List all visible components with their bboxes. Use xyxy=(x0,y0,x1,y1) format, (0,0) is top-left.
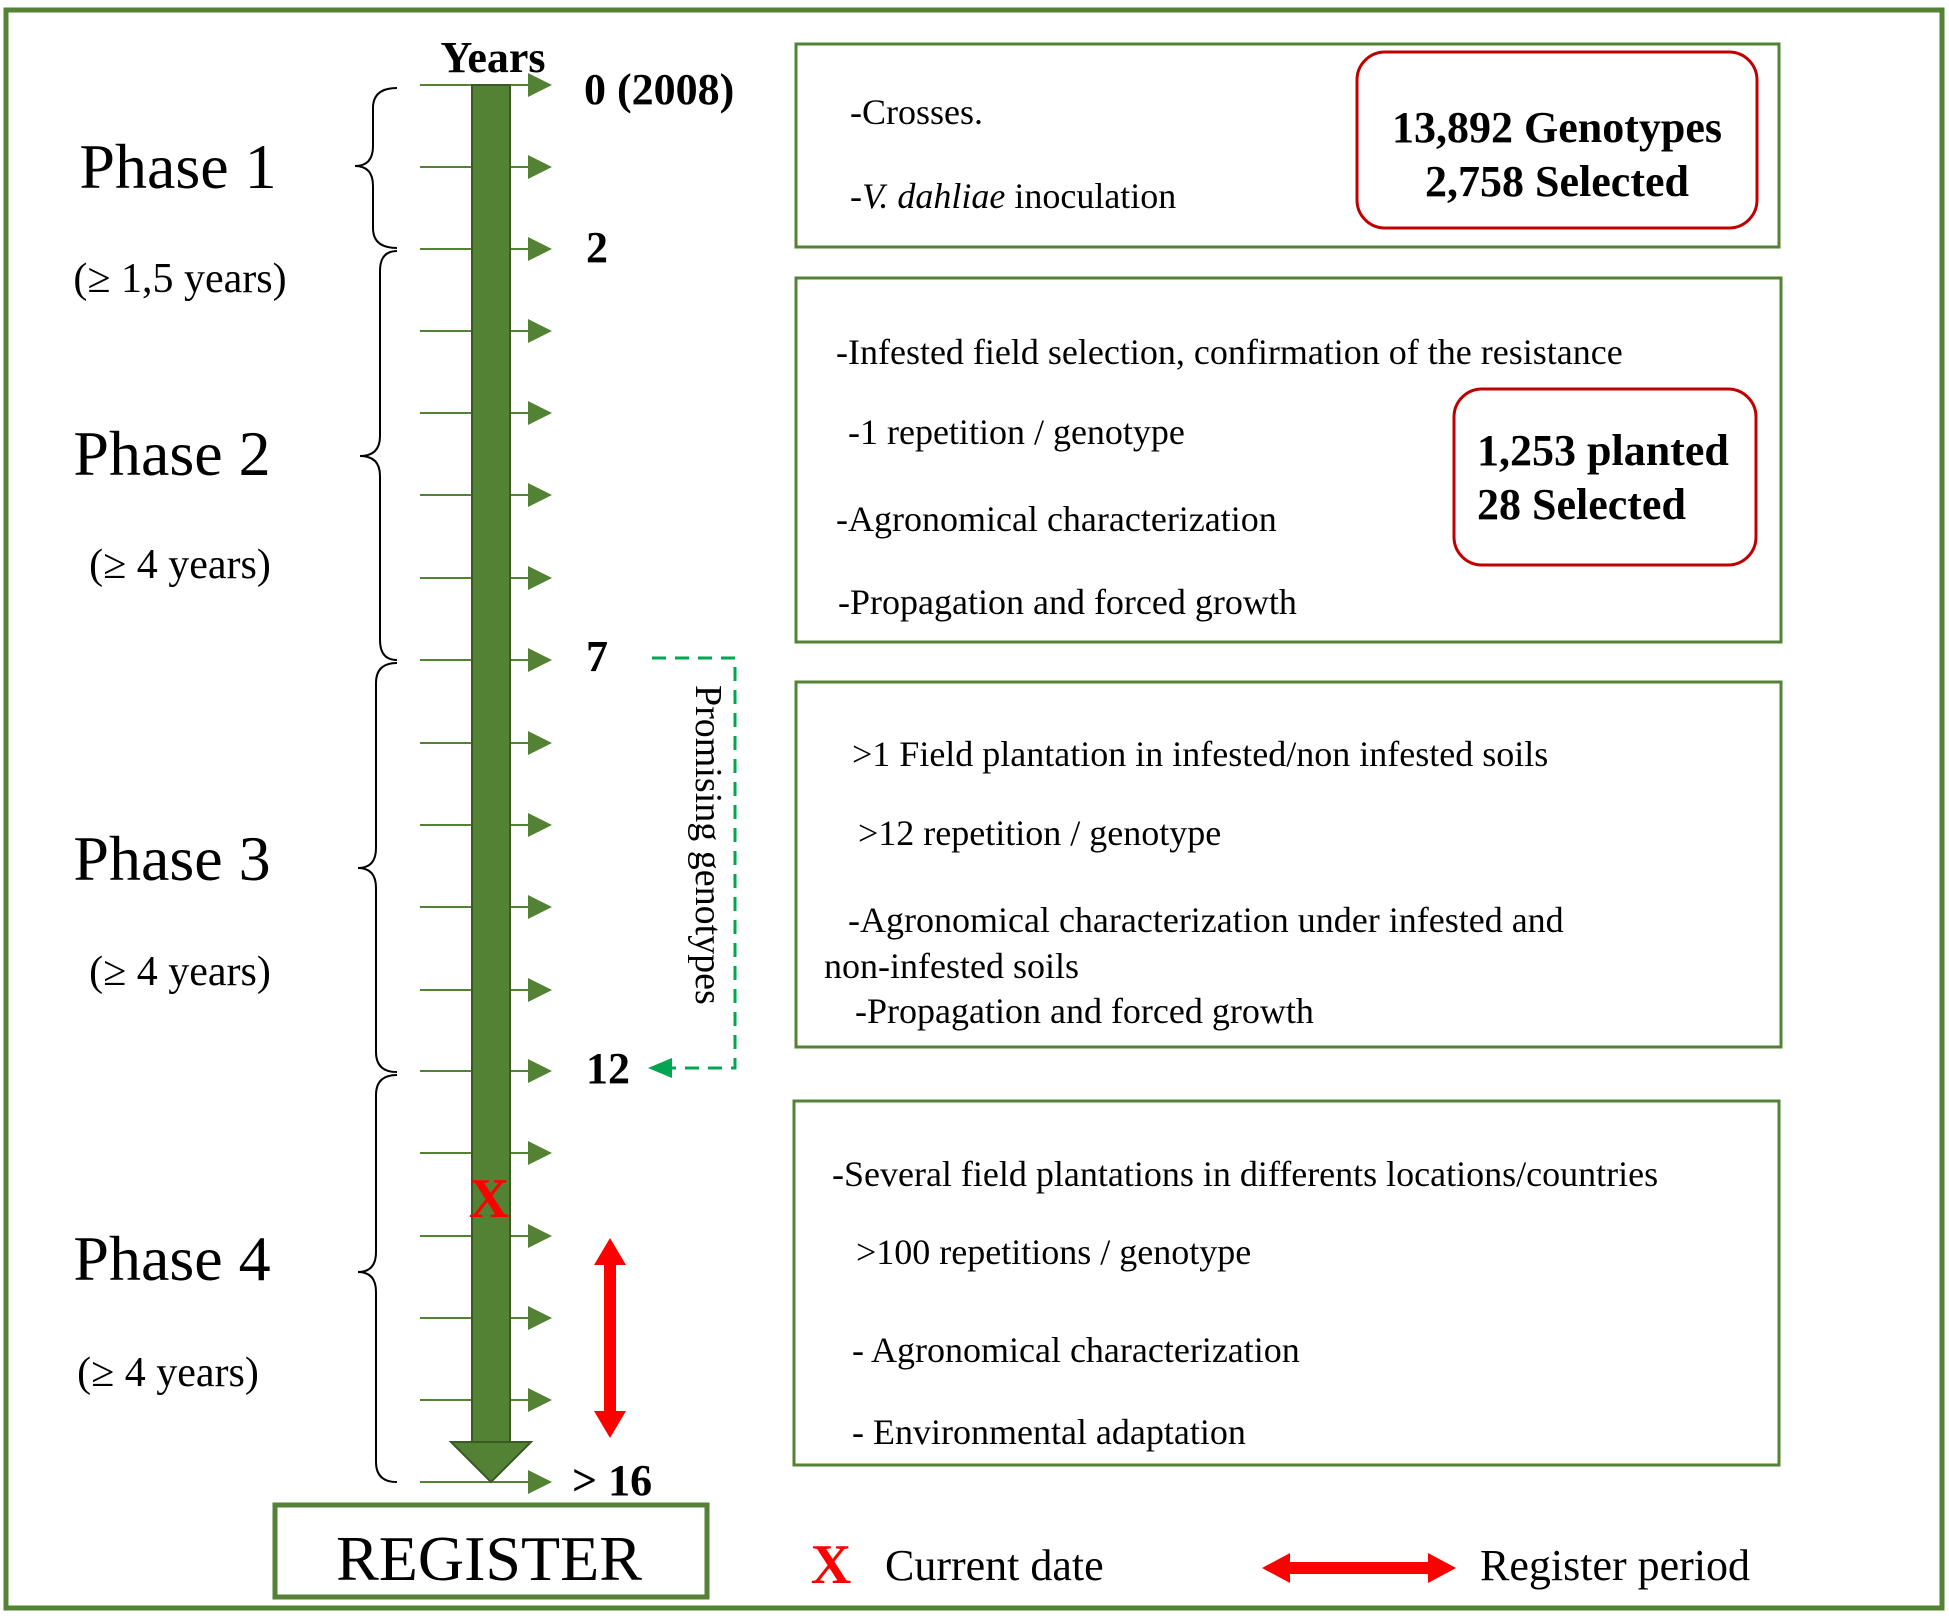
box-line: >1 Field plantation in infested/non infe… xyxy=(852,734,1548,774)
promising-genotypes-label: Promising genotypes xyxy=(687,685,729,1005)
legend-current-marker: X xyxy=(811,1534,851,1596)
phase-brace xyxy=(354,87,398,249)
box-line: -Propagation and forced growth xyxy=(838,582,1297,622)
box-line: >12 repetition / genotype xyxy=(858,813,1221,853)
legend: X Current date Register period xyxy=(811,1534,1750,1596)
box-line: -Crosses. xyxy=(850,92,983,132)
promising-genotypes-connector xyxy=(648,656,737,1078)
phase-brace xyxy=(357,662,398,1073)
axis-title: Years xyxy=(440,33,545,82)
current-date-marker: X xyxy=(469,1168,509,1230)
year-label: > 16 xyxy=(572,1456,652,1505)
phase-title: Phase 2 xyxy=(73,418,270,489)
phase-1-box: -Crosses. -V. dahliae inoculation 13,892… xyxy=(794,42,1781,249)
phase-title: Phase 3 xyxy=(73,823,270,894)
phase-duration: (≥ 4 years) xyxy=(77,1350,259,1396)
stat-selected: 28 Selected xyxy=(1477,480,1686,529)
legend-current-date: Current date xyxy=(885,1541,1104,1590)
box-line: -Agronomical characterization xyxy=(836,499,1277,539)
legend-register-arrow xyxy=(1262,1553,1456,1583)
box-line: >100 repetitions / genotype xyxy=(856,1232,1251,1272)
stats-badge xyxy=(1355,50,1759,230)
stats-badge xyxy=(1452,387,1758,567)
year-tick xyxy=(420,1470,552,1494)
phase-duration: (≥ 4 years) xyxy=(89,542,271,588)
year-label: 0 (2008) xyxy=(584,65,734,114)
box-line: - Environmental adaptation xyxy=(852,1412,1246,1452)
legend-register-period: Register period xyxy=(1480,1541,1750,1590)
phase-brace xyxy=(357,1074,398,1483)
phase-title: Phase 1 xyxy=(79,131,276,202)
register-period-arrow xyxy=(594,1238,626,1438)
stat-total: 13,892 Genotypes xyxy=(1392,103,1722,152)
register-label: REGISTER xyxy=(336,1523,642,1594)
timeline-arrow xyxy=(448,84,534,1484)
phase-duration: (≥ 1,5 years) xyxy=(73,256,286,302)
year-label: 2 xyxy=(586,223,608,272)
box-line: -1 repetition / genotype xyxy=(848,412,1185,452)
stat-selected: 2,758 Selected xyxy=(1425,157,1689,206)
phase-duration: (≥ 4 years) xyxy=(89,949,271,995)
phase-title: Phase 4 xyxy=(73,1223,270,1294)
phase-braces xyxy=(354,87,398,1483)
phase-4-box: -Several field plantations in differents… xyxy=(792,1099,1781,1467)
box-line: -Agronomical characterization under infe… xyxy=(848,900,1564,940)
register-box: REGISTER xyxy=(272,1502,710,1600)
year-label: 12 xyxy=(586,1044,630,1093)
box-line: non-infested soils xyxy=(824,946,1079,986)
box-line: -Infested field selection, confirmation … xyxy=(836,332,1623,372)
stat-total: 1,253 planted xyxy=(1477,426,1729,475)
year-label: 7 xyxy=(586,632,608,681)
box-line-inoculation: -V. dahliae inoculation xyxy=(850,176,1176,216)
box-line: - Agronomical characterization xyxy=(852,1330,1300,1370)
phase-brace xyxy=(359,250,398,661)
box-line: -Propagation and forced growth xyxy=(855,991,1314,1031)
phase-2-box: -Infested field selection, confirmation … xyxy=(794,276,1783,644)
box-line: -Several field plantations in differents… xyxy=(832,1154,1658,1194)
phase-3-box: >1 Field plantation in infested/non infe… xyxy=(794,680,1783,1049)
outer-frame xyxy=(3,7,1945,1611)
